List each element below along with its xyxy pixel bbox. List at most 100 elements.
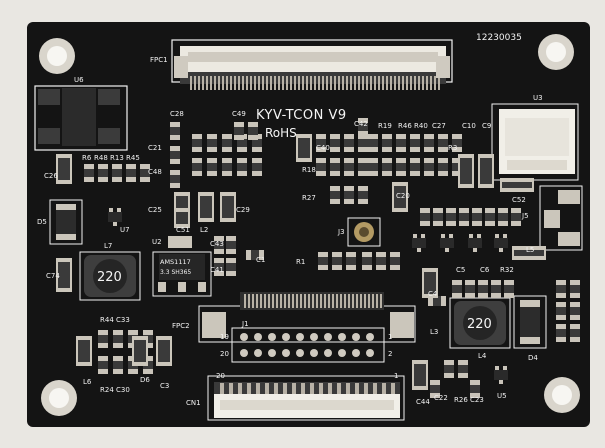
- smd-part: [330, 158, 340, 176]
- smd-pad: [192, 171, 202, 176]
- refdes: C29: [236, 206, 250, 214]
- refdes: C44: [416, 398, 430, 406]
- smd-pad: [470, 380, 480, 385]
- refdes: C1: [256, 256, 265, 264]
- smd-pad: [420, 208, 430, 213]
- diode-d4: [513, 295, 547, 349]
- mounting-hole-center: [49, 388, 69, 408]
- fpc1-pin: [394, 76, 396, 90]
- fpc1-pin: [410, 76, 412, 90]
- smd-part: [170, 170, 180, 188]
- smd-part: [140, 164, 150, 182]
- smd-pad: [491, 293, 501, 298]
- refdes: C20: [396, 192, 410, 200]
- fpc2-pin: [272, 294, 274, 308]
- smd-pad: [503, 234, 507, 238]
- fpc1-pin: [390, 76, 392, 90]
- j1-pin20: 20: [220, 350, 229, 358]
- smd-part: [394, 186, 406, 208]
- smd-pad: [495, 366, 499, 370]
- smd-pad: [170, 183, 180, 188]
- smd-part: [396, 134, 406, 152]
- fpc1-pin: [230, 76, 232, 90]
- smd-pad: [316, 158, 326, 163]
- smd-pad: [368, 134, 378, 139]
- fpc1-pin: [302, 76, 304, 90]
- smd-pad: [358, 118, 368, 123]
- smd-pad: [504, 280, 514, 285]
- smd-pad: [170, 135, 180, 140]
- smd-pad: [470, 393, 480, 398]
- smd-pad: [109, 208, 113, 212]
- smd-pad: [346, 252, 356, 257]
- smd-part: [570, 324, 580, 342]
- smd-pad: [458, 360, 468, 365]
- smd-pad: [207, 147, 217, 152]
- fpc2-pin: [320, 294, 322, 308]
- smd-pad: [458, 373, 468, 378]
- smd-part: [452, 134, 462, 152]
- fpc1-pin: [378, 76, 380, 90]
- fpc1-pin: [202, 76, 204, 90]
- fpc2-pin: [308, 294, 310, 308]
- refdes: C21: [148, 144, 162, 152]
- refdes: C10: [462, 122, 476, 130]
- smd-pad: [410, 134, 420, 139]
- smd-pad: [358, 158, 368, 163]
- cn1-pin: [364, 383, 368, 394]
- smd-pad: [430, 380, 440, 385]
- sot-part: [412, 238, 426, 248]
- smd-part: [433, 208, 443, 226]
- cn1-pin: [283, 383, 287, 394]
- refdes: R1: [296, 258, 305, 266]
- fpc1-pin: [326, 76, 328, 90]
- smd-part: [570, 280, 580, 298]
- smd-pad: [192, 147, 202, 152]
- fpc1-pin: [206, 76, 208, 90]
- u6-pad: [34, 85, 128, 151]
- smd-part: [465, 280, 475, 298]
- smd-part: [458, 360, 468, 378]
- smd-part: [362, 252, 372, 270]
- j1-hole: [254, 349, 262, 357]
- smd-pad: [396, 134, 406, 139]
- refdes: U2: [152, 238, 162, 246]
- j1-hole: [324, 333, 332, 341]
- cn1-pin: [337, 383, 341, 394]
- refdes: R6: [82, 154, 92, 162]
- smd-passives: [56, 118, 580, 398]
- fpc1-pin: [274, 76, 276, 90]
- smd-part: [330, 186, 340, 204]
- smd-pad: [330, 147, 340, 152]
- fpc1-pin: [354, 76, 356, 90]
- smd-part: [368, 134, 378, 152]
- smd-pad: [424, 134, 434, 139]
- refdes: L6: [83, 378, 92, 386]
- fpc1-pin: [294, 76, 296, 90]
- cn1-pin1: 1: [394, 372, 398, 380]
- fpc1-pin: [366, 76, 368, 90]
- fpc2-pin: [352, 294, 354, 308]
- j1-hole: [268, 333, 276, 341]
- smd-pad: [98, 330, 108, 335]
- rohs-mark: RoHS: [265, 126, 297, 140]
- smd-pad: [237, 158, 247, 163]
- cn1-pin: [373, 383, 377, 394]
- cn1-pin: [319, 383, 323, 394]
- j1-hole: [240, 349, 248, 357]
- smd-pad: [452, 147, 462, 152]
- fpc2-pin: [376, 294, 378, 308]
- refdes-labels: U6 U3 U2 U7 U5 D5 D4 D6 L7 L4 L5 L2 L3 L…: [37, 76, 543, 406]
- smd-part: [222, 134, 232, 152]
- chip-marking-ams: AMS1117: [160, 258, 191, 266]
- smd-pad: [420, 221, 430, 226]
- smd-pad: [143, 330, 153, 335]
- smd-pad: [248, 122, 258, 127]
- smd-pad: [368, 147, 378, 152]
- smd-pad: [140, 164, 150, 169]
- j1-hole: [282, 333, 290, 341]
- smd-pad: [246, 250, 251, 260]
- fpc2-pin: [348, 294, 350, 308]
- smd-pad: [421, 234, 425, 238]
- fpc1-pin: [306, 76, 308, 90]
